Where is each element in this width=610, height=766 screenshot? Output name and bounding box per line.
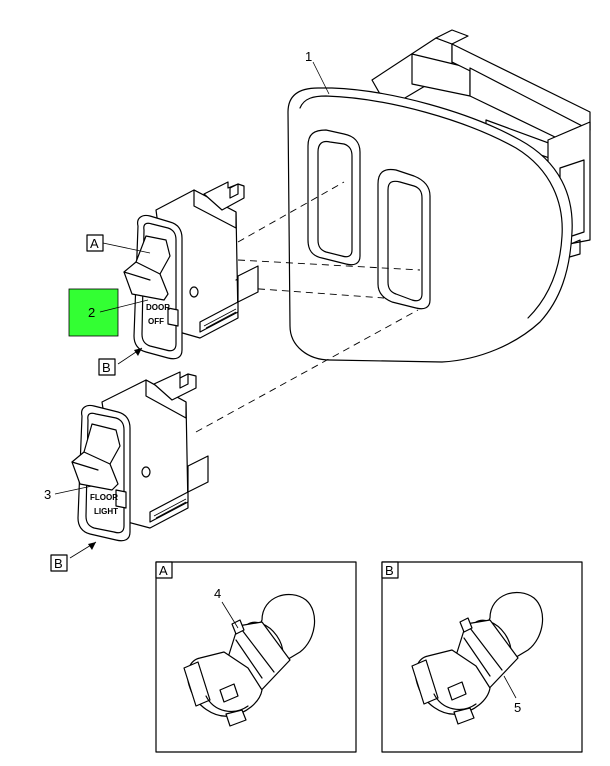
view-ref-b-upper-label: B xyxy=(102,360,111,375)
detail-frame-a-label: A xyxy=(159,563,168,578)
detail-frame-a: A xyxy=(155,561,357,753)
callout-3-label: 3 xyxy=(44,487,51,502)
callout-3: 3 xyxy=(44,485,93,502)
view-ref-a-label: A xyxy=(90,236,99,251)
view-ref-b-lower: B xyxy=(50,541,97,572)
detail-frame-b: B xyxy=(381,561,583,753)
callout-1: 1 xyxy=(305,49,330,95)
switch-upper: DOOR OFF xyxy=(123,181,259,360)
switch-lower: FLOOR LIGHT xyxy=(71,371,209,542)
bezel-housing xyxy=(287,29,591,363)
switch-lower-line1: FLOOR xyxy=(90,493,118,502)
callout-4-label: 4 xyxy=(214,586,221,601)
bulb-b xyxy=(411,591,544,725)
callout-5: 5 xyxy=(503,675,521,715)
switch-upper-line1: DOOR xyxy=(146,303,170,312)
callout-1-label: 1 xyxy=(305,49,312,64)
callout-2-highlight xyxy=(68,288,119,337)
callout-4: 4 xyxy=(214,586,239,629)
callout-2: 2 xyxy=(68,288,149,337)
view-ref-b-upper: B xyxy=(98,347,143,376)
callout-2-label: 2 xyxy=(88,305,95,320)
callout-5-label: 5 xyxy=(514,700,521,715)
bezel-window-1 xyxy=(307,129,361,266)
view-ref-b-lower-label: B xyxy=(54,556,63,571)
view-ref-a: A xyxy=(86,234,151,254)
switch-upper-line2: OFF xyxy=(148,317,164,326)
alignment-lines xyxy=(195,181,421,433)
detail-frame-b-label: B xyxy=(385,563,394,578)
switch-lower-line2: LIGHT xyxy=(94,507,118,516)
bezel-window-2 xyxy=(377,168,431,310)
bulb-a xyxy=(183,593,316,727)
